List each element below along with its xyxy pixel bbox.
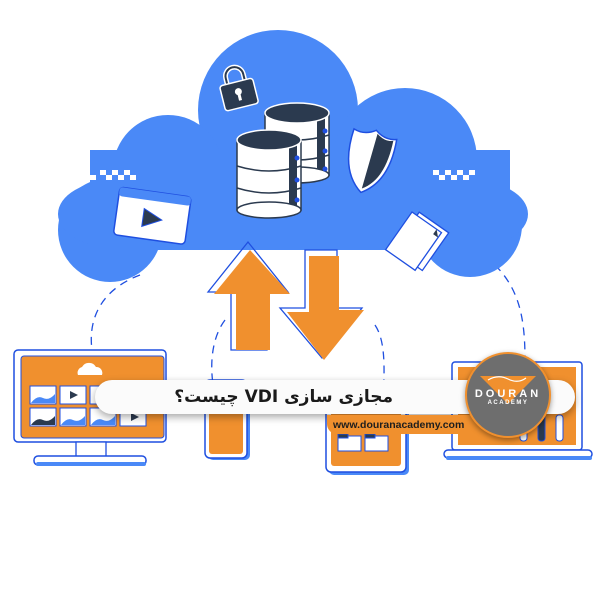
shield-icon <box>347 127 398 194</box>
logo-subtext: ACADEMY <box>487 400 529 406</box>
pixel-dots-left <box>90 170 136 180</box>
video-player-icon <box>113 186 192 245</box>
upload-arrow <box>206 240 290 351</box>
connector-lines <box>90 264 526 401</box>
file-icon <box>384 211 450 272</box>
page-title: مجازی سازی VDI چیست؟ <box>174 387 393 407</box>
douran-academy-logo: DOURAN ACADEMY <box>465 352 551 438</box>
website-url[interactable]: www.douranacademy.com <box>327 415 477 434</box>
download-arrow <box>278 249 364 360</box>
database-icon <box>236 102 330 219</box>
lock-icon <box>219 64 259 112</box>
logo-triangle-icon <box>480 376 536 404</box>
logo-text: DOURAN <box>474 388 542 400</box>
pixel-dots-right <box>433 170 475 180</box>
